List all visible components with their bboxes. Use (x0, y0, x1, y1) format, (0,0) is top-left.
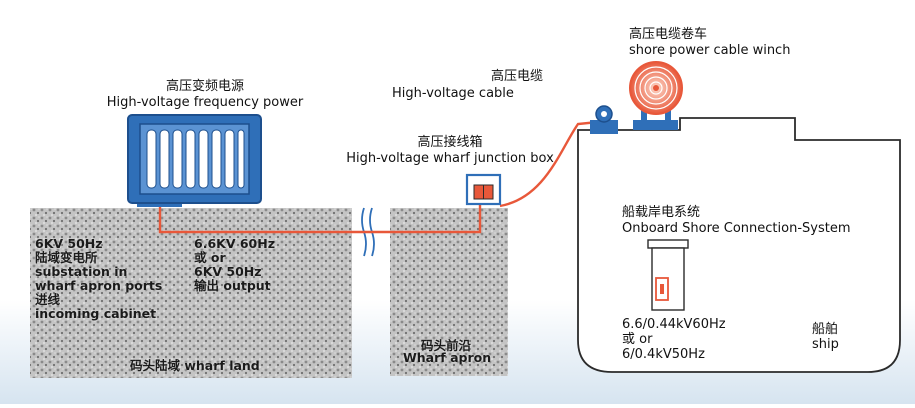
output-spec-line2: 或 or (194, 250, 226, 265)
ship-spec-line2: 或 or (622, 332, 653, 347)
wharf-apron-label-en: Wharf apron (403, 350, 492, 365)
freq-power-label-cn: 高压变频电源 (165, 79, 245, 94)
substation-line1: 陆域变电所 (35, 250, 98, 265)
winch-label-en: shore power cable winch (629, 43, 791, 58)
ship-spec-line3: 6/0.4kV50Hz (622, 347, 705, 362)
frequency-power-cabinet-icon (127, 114, 262, 207)
substation-line3: wharf apron ports (35, 278, 163, 293)
junction-box-icon (465, 173, 502, 206)
pulley-icon (590, 105, 618, 134)
substation-in-voltage: 6KV 50Hz (35, 236, 103, 251)
ship-spec-line1: 6.6/0.44kV60Hz (622, 317, 726, 332)
hv-cable-label-cn: 高压电缆 (491, 69, 544, 84)
junction-box-label-en: High-voltage wharf junction box (346, 151, 554, 166)
junction-box-label-cn: 高压接线箱 (417, 135, 483, 150)
ship-label-cn: 船舶 (812, 322, 839, 337)
cable-reel-icon (629, 61, 683, 130)
output-spec-line4: 输出 output (194, 278, 271, 293)
freq-power-label-en: High-voltage frequency power (106, 95, 304, 110)
hv-cable-label-en: High-voltage cable (392, 86, 514, 101)
substation-line5: incoming cabinet (35, 306, 157, 321)
substation-line4: 进线 (35, 292, 61, 307)
substation-line2: substation in (35, 264, 128, 279)
output-spec-line1: 6.6KV 60Hz (194, 236, 275, 251)
onboard-cabinet-icon (647, 239, 689, 311)
winch-label-cn: 高压电缆卷车 (629, 27, 708, 42)
onboard-label-cn: 船载岸电系统 (622, 205, 701, 220)
wharf-apron-ground (390, 208, 508, 376)
onboard-label-en: Onboard Shore Connection-System (622, 221, 851, 236)
wharf-land-label: 码头陆域 wharf land (130, 358, 260, 373)
wharf-apron-label-cn: 码头前沿 (421, 338, 472, 353)
wharf-land-ground (30, 208, 352, 378)
ship-label-en: ship (812, 337, 839, 352)
output-spec-line3: 6KV 50Hz (194, 264, 262, 279)
